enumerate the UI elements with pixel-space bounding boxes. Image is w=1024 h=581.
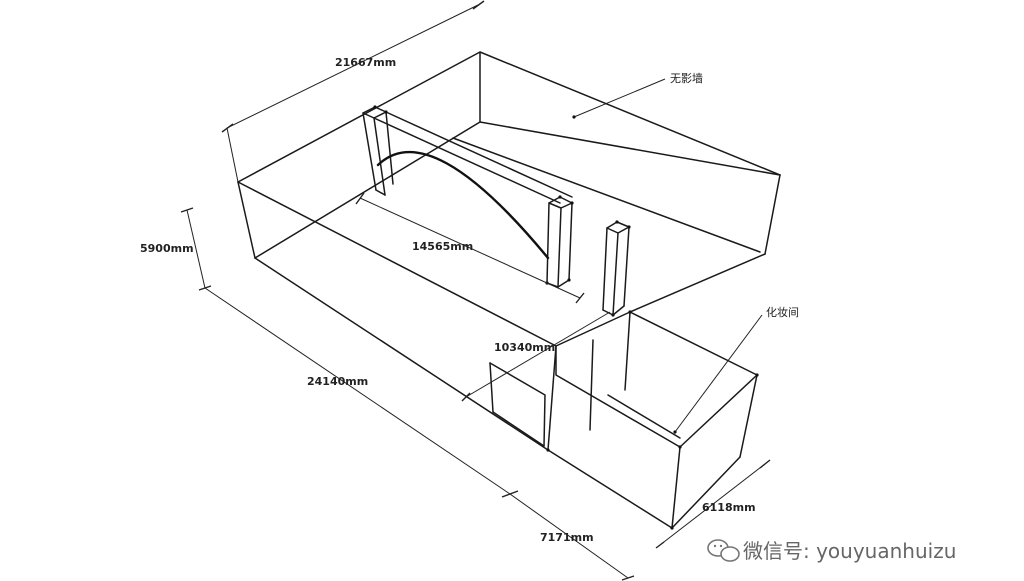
label-makeup-room: 化妆间 — [766, 305, 799, 319]
dim-width-top: 21667mm — [335, 56, 396, 69]
watermark-text: 微信号: youyuanhuizu — [743, 539, 956, 563]
callout-makeup-room: 化妆间 — [673, 305, 799, 434]
label-infinity-wall: 无影墙 — [670, 71, 703, 85]
infinity-wall-surface — [452, 137, 761, 253]
dim-arch-span: 14565mm — [412, 240, 473, 253]
dimension-lines — [180, 0, 771, 581]
dim-bottom-right: 6118mm — [702, 501, 756, 514]
main-room-outline — [237, 51, 781, 451]
watermark: 微信号: youyuanhuizu — [707, 539, 956, 563]
dim-long-side: 24140mm — [307, 375, 368, 388]
makeup-room-box — [489, 310, 759, 530]
callout-infinity-wall: 无影墙 — [572, 71, 703, 119]
pillar — [602, 220, 631, 317]
arch-frame — [362, 105, 574, 288]
dim-mid-depth: 10340mm — [494, 341, 555, 354]
wechat-icon — [707, 539, 740, 562]
dim-bottom-front: 7171mm — [540, 531, 594, 544]
dim-height: 5900mm — [140, 242, 194, 255]
